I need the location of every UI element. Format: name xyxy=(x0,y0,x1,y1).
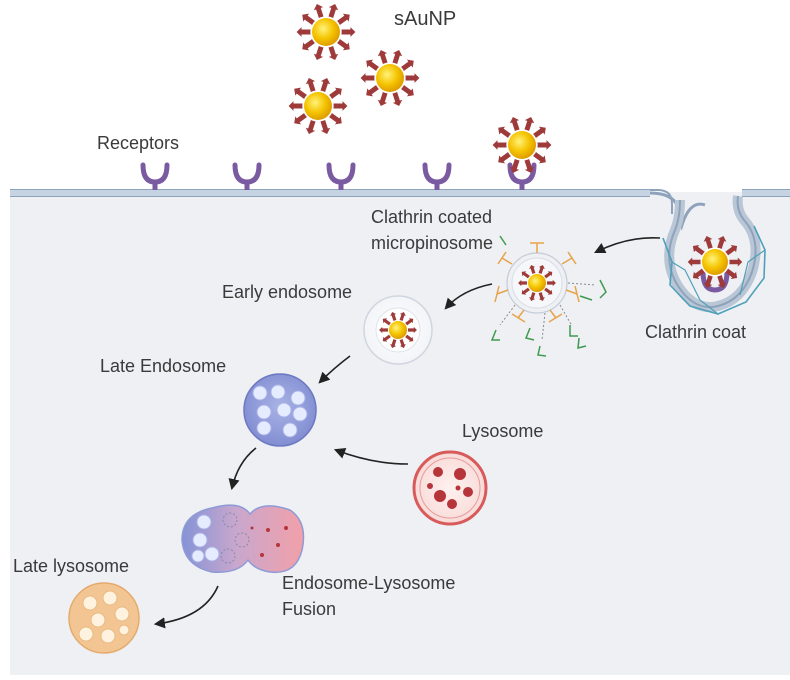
arrow xyxy=(318,355,351,384)
endosome-lysosome-fusion xyxy=(181,504,305,574)
label-clathrin-coat: Clathrin coat xyxy=(645,322,747,342)
nanoparticle xyxy=(492,117,552,173)
pathway-arrows xyxy=(153,236,661,629)
clathrin-micropinosome xyxy=(490,235,607,357)
label-lysosome: Lysosome xyxy=(462,421,544,441)
arrow xyxy=(153,585,219,629)
nanoparticle xyxy=(379,312,417,348)
arrow xyxy=(333,448,409,465)
late-endosome xyxy=(243,373,317,447)
label-saunp: sAuNP xyxy=(394,8,457,30)
arrow xyxy=(444,283,493,310)
label-receptors: Receptors xyxy=(97,133,180,153)
receptor-group xyxy=(140,162,537,190)
label-fusion: Endosome-Lysosome xyxy=(282,573,456,593)
label-early-endosome: Early endosome xyxy=(222,282,353,302)
nanoparticle xyxy=(296,4,356,60)
label-fusion-2: Fusion xyxy=(282,599,337,619)
receptor xyxy=(232,162,262,185)
cell-membrane xyxy=(10,189,790,231)
nanoparticle xyxy=(518,265,556,301)
late-lysosome xyxy=(68,582,140,654)
label-late-endosome: Late Endosome xyxy=(100,356,227,376)
cytoplasm xyxy=(10,192,790,675)
early-endosome xyxy=(363,295,433,365)
nanoparticle xyxy=(360,50,420,106)
arrow xyxy=(228,447,257,491)
clathrin-coated-pit xyxy=(662,195,766,315)
nanoparticle xyxy=(288,78,348,134)
receptor xyxy=(140,162,170,185)
nanoparticle xyxy=(687,236,743,288)
receptor xyxy=(326,162,356,185)
label-micropinosome: micropinosome xyxy=(371,233,494,253)
label-late-lysosome: Late lysosome xyxy=(13,556,130,576)
label-clathrin-coated: Clathrin coated xyxy=(371,207,493,227)
nanoparticle-group xyxy=(288,4,552,173)
receptor xyxy=(422,162,452,185)
lysosome xyxy=(412,450,488,526)
arrow xyxy=(593,236,661,254)
